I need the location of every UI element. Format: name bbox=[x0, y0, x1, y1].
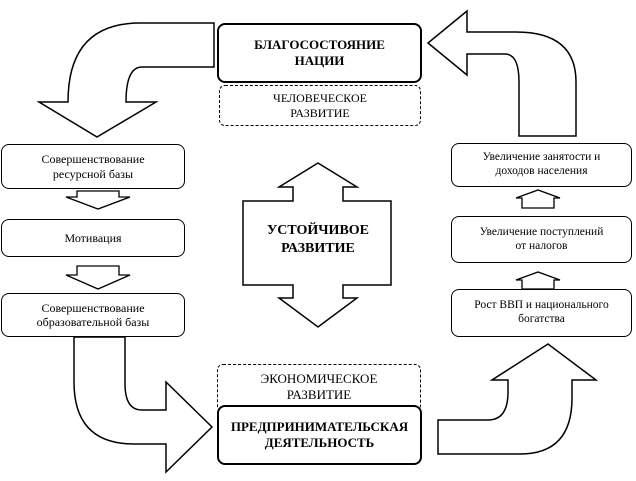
human-development-line-1: ЧЕЛОВЕЧЕСКОЕ bbox=[273, 91, 367, 106]
tax-revenue-line-2: от налогов bbox=[515, 239, 568, 252]
employment-box: Увеличение занятости и доходов населения bbox=[451, 143, 632, 187]
connector-arrow-up-1 bbox=[515, 189, 561, 209]
tax-revenue-box: Увеличение поступлений от налогов bbox=[451, 216, 632, 263]
double-arrow-center bbox=[242, 162, 392, 328]
motivation-label: Мотивация bbox=[64, 230, 122, 245]
enterprise-line-1: ПРЕДПРИНИМАТЕЛЬСКАЯ bbox=[230, 419, 409, 435]
curved-arrow-top-right bbox=[426, 9, 577, 137]
education-base-box: Совершенствование образовательной базы bbox=[1, 293, 185, 337]
tax-revenue-line-1: Увеличение поступлений bbox=[479, 225, 604, 238]
sustainable-line-1: УСТОЙЧИВОЕ bbox=[266, 223, 370, 238]
economic-development-line-1: ЭКОНОМИЧЕСКОЕ bbox=[260, 371, 378, 386]
employment-line-1: Увеличение занятости и bbox=[482, 151, 601, 164]
connector-arrow-down-1 bbox=[65, 190, 131, 210]
curved-arrow-top-left bbox=[36, 22, 215, 138]
human-development-line-2: РАЗВИТИЕ bbox=[290, 105, 350, 120]
connector-arrow-down-2 bbox=[65, 265, 131, 290]
sustainable-development-label: УСТОЙЧИВОЕ РАЗВИТИЕ bbox=[252, 222, 384, 257]
gdp-growth-box: Рост ВВП и национального богатства bbox=[451, 289, 632, 337]
resource-base-box: Совершенствование ресурсной базы bbox=[1, 144, 185, 189]
curved-arrow-bottom-right bbox=[437, 343, 599, 455]
gdp-growth-line-2: богатства bbox=[518, 313, 565, 325]
economic-development-box: ЭКОНОМИЧЕСКОЕ РАЗВИТИЕ bbox=[217, 364, 421, 412]
enterprise-box: ПРЕДПРИНИМАТЕЛЬСКАЯ ДЕЯТЕЛЬНОСТЬ bbox=[217, 405, 422, 465]
wealth-line-1: БЛАГОСОСТОЯНИЕ bbox=[254, 37, 385, 53]
human-development-box: ЧЕЛОВЕЧЕСКОЕ РАЗВИТИЕ bbox=[219, 85, 421, 126]
sustainable-line-2: РАЗВИТИЕ bbox=[281, 240, 355, 256]
enterprise-line-2: ДЕЯТЕЛЬНОСТЬ bbox=[264, 435, 375, 450]
wealth-line-2: НАЦИИ bbox=[294, 53, 345, 68]
education-base-line-2: образовательной базы bbox=[36, 315, 150, 329]
resource-base-line-1: Совершенствование bbox=[41, 152, 145, 167]
economic-development-line-2: РАЗВИТИЕ bbox=[286, 386, 352, 402]
education-base-line-1: Совершенствование bbox=[41, 300, 145, 315]
resource-base-line-2: ресурсной базы bbox=[52, 166, 134, 181]
connector-arrow-up-2 bbox=[515, 271, 561, 290]
employment-line-2: доходов населения bbox=[495, 165, 588, 177]
gdp-growth-line-1: Рост ВВП и национального bbox=[474, 299, 609, 312]
wealth-box: БЛАГОСОСТОЯНИЕ НАЦИИ bbox=[217, 23, 422, 83]
curved-arrow-bottom-left bbox=[73, 336, 214, 474]
motivation-box: Мотивация bbox=[1, 219, 185, 257]
